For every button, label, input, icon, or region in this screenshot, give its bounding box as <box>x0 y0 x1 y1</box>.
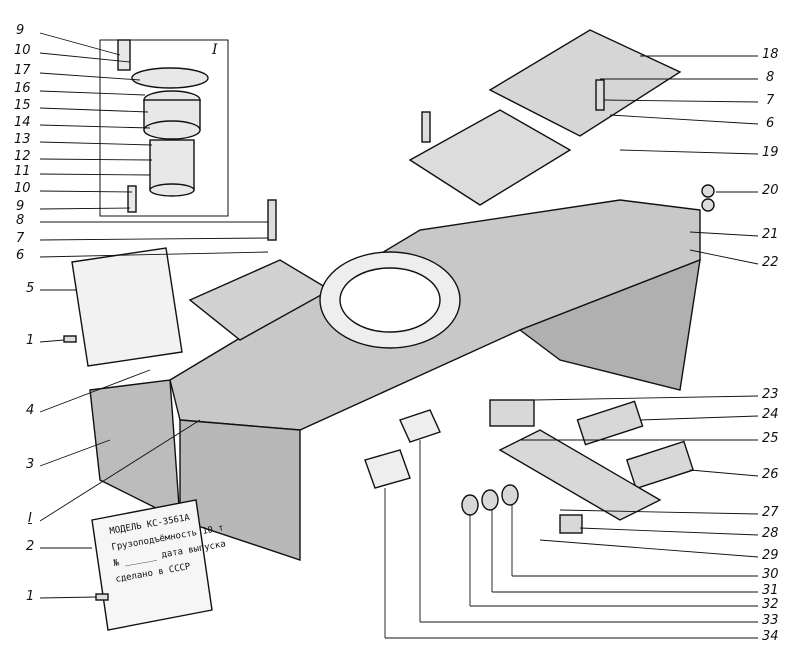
callout: 7 <box>16 231 25 246</box>
callout: 6 <box>16 248 25 263</box>
callout: 27 <box>762 505 779 520</box>
callout: 19 <box>762 145 779 160</box>
outrigger-parts <box>461 399 695 534</box>
callout: 29 <box>762 548 779 563</box>
callout: 6 <box>766 116 775 131</box>
callout: 10 <box>14 181 31 196</box>
callout: 14 <box>14 115 31 130</box>
callout: 22 <box>762 255 779 270</box>
nameplate-upper <box>71 247 183 367</box>
callout: 18 <box>762 47 779 62</box>
callout: 17 <box>14 63 31 78</box>
callout: 11 <box>14 164 31 179</box>
small-plate-a <box>399 409 441 443</box>
callout: 10 <box>14 43 31 58</box>
leader-lines-right <box>384 55 759 639</box>
callout: 12 <box>14 149 31 164</box>
callout: 26 <box>762 467 779 482</box>
callout: 33 <box>762 613 779 628</box>
callout: 4 <box>26 403 35 418</box>
callout: 1 <box>26 589 35 604</box>
callout: 7 <box>766 93 775 108</box>
callout: 31 <box>762 583 779 598</box>
callout: 3 <box>26 457 35 472</box>
callout: 8 <box>16 213 25 228</box>
leader-lines-left <box>39 32 269 599</box>
callout: 9 <box>16 199 25 214</box>
callout: 16 <box>14 81 31 96</box>
callout: 1 <box>26 333 35 348</box>
inset-slewing-ring <box>117 39 209 213</box>
deck-plate-upper <box>488 29 682 137</box>
callout: 34 <box>762 629 779 644</box>
small-plate-b <box>364 449 411 489</box>
bolts <box>63 79 715 601</box>
callout: 15 <box>14 98 31 113</box>
inset-label: I <box>211 42 218 58</box>
callout: 9 <box>16 23 25 38</box>
deck-plate-middle <box>408 109 572 206</box>
callout: 5 <box>26 281 35 296</box>
callout: 21 <box>762 227 779 242</box>
inset-frame <box>99 39 229 217</box>
callout: 32 <box>762 597 779 612</box>
callout: 30 <box>762 567 779 582</box>
callout: I <box>28 511 32 526</box>
callout: 20 <box>762 183 779 198</box>
callout: 23 <box>762 387 779 402</box>
callout: 8 <box>766 70 775 85</box>
callout: 24 <box>762 407 779 422</box>
callout: 13 <box>14 132 31 147</box>
callout: 2 <box>26 539 35 554</box>
callout: 28 <box>762 526 779 541</box>
callout: 25 <box>762 431 779 446</box>
